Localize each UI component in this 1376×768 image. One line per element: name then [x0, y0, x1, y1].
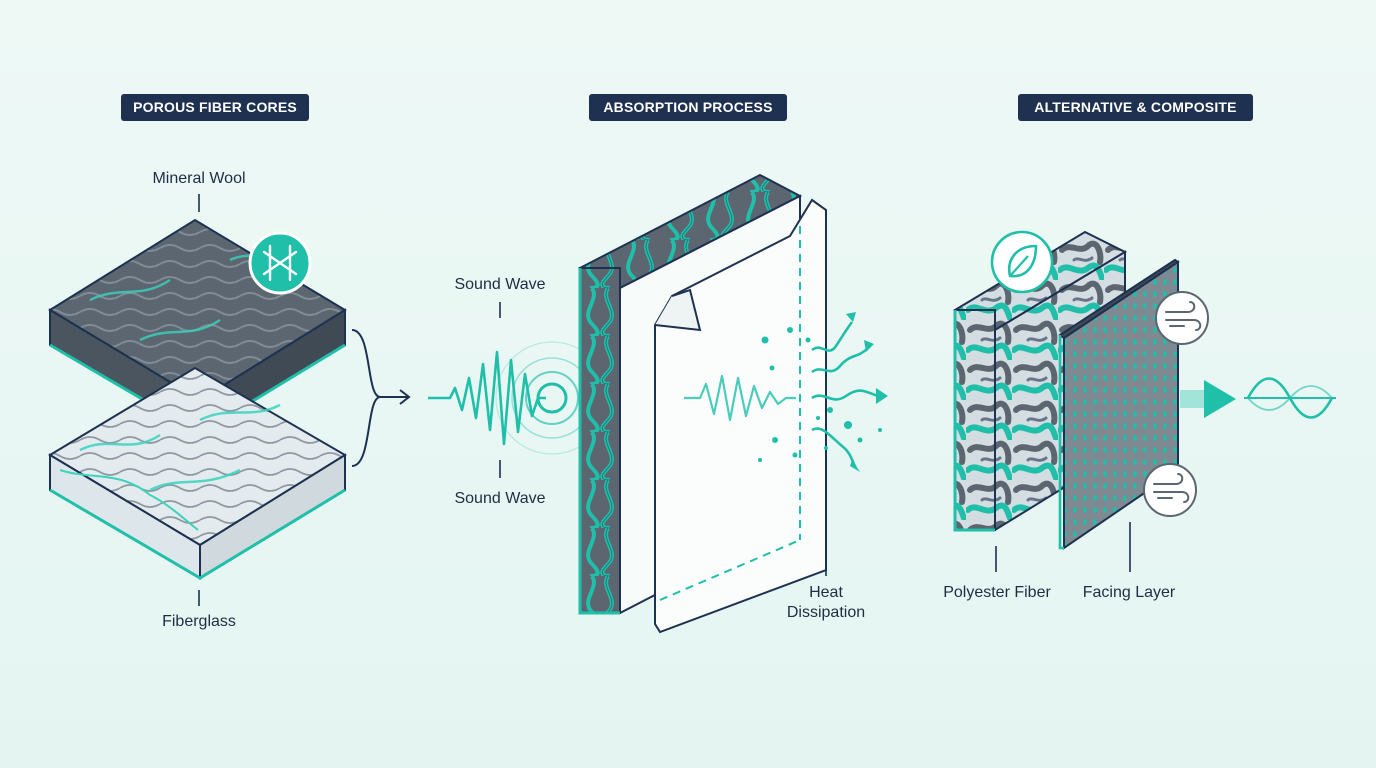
- section-title-absorption: ABSORPTION PROCESS: [589, 94, 787, 121]
- label-sound-wave-bottom: Sound Wave: [454, 490, 546, 507]
- wind-icon: [1155, 291, 1209, 345]
- label-fiberglass: Fiberglass: [162, 613, 236, 630]
- label-polyester-fiber: Polyester Fiber: [943, 584, 1051, 601]
- section-title-porous: POROUS FIBER CORES: [121, 94, 309, 121]
- fiber-knot-icon: [248, 231, 312, 295]
- fiberglass-slab: [48, 366, 347, 580]
- sound-wave-incoming: [428, 341, 609, 455]
- bracket-arrow: [351, 329, 411, 467]
- label-facing-layer: Facing Layer: [1082, 584, 1176, 601]
- section-title-alternative: ALTERNATIVE & COMPOSITE: [1018, 94, 1253, 121]
- label-heat: Heat: [809, 584, 843, 601]
- leaf-icon: [990, 230, 1054, 294]
- wind-icon: [1143, 463, 1197, 517]
- sound-wave-dampened: [684, 374, 796, 422]
- heat-dissipation-arrows: [758, 312, 888, 472]
- arrow-right-icon: [1180, 380, 1236, 418]
- label-sound-wave-top: Sound Wave: [454, 276, 546, 293]
- label-mineral-wool: Mineral Wool: [152, 170, 246, 187]
- sine-wave-icon: [1244, 377, 1336, 419]
- label-dissipation: Dissipation: [786, 604, 866, 621]
